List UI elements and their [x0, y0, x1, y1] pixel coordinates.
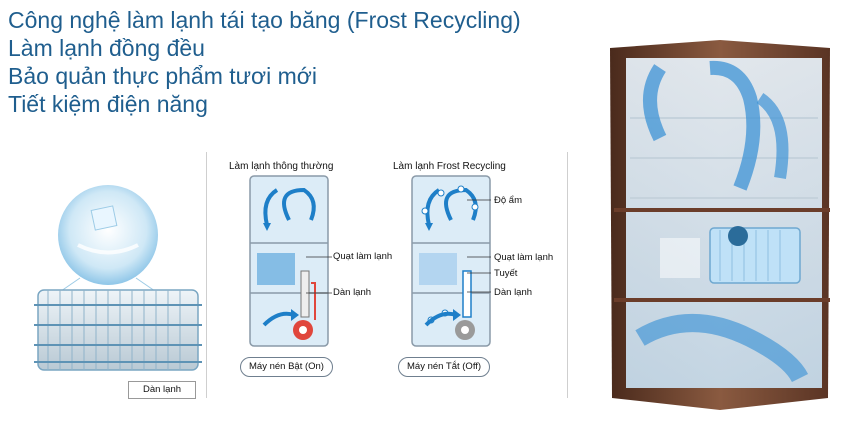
headline-block: Công nghệ làm lạnh tái tạo băng (Frost R… — [8, 6, 521, 118]
frost-zoom-circle — [58, 185, 158, 285]
normal-fridge-diagram — [249, 175, 329, 347]
frost-label: Tuyết — [494, 268, 518, 279]
refrigerator-cutaway — [610, 40, 830, 410]
headline-line-3: Bảo quản thực phẩm tươi mới — [8, 63, 317, 89]
headline-line-1: Công nghệ làm lạnh tái tạo băng (Frost R… — [8, 7, 521, 33]
headline-line-4: Tiết kiệm điện năng — [8, 91, 208, 117]
frost-evaporator-label: Dàn lạnh — [494, 287, 533, 298]
compressor-off-badge: Máy nén Tắt (Off) — [398, 357, 491, 377]
frost-leader-lines — [467, 199, 491, 293]
evaporator-illustration — [34, 185, 202, 371]
headline-line-2: Làm lạnh đồng đều — [8, 35, 205, 61]
normal-cooling-title: Làm lạnh thông thường — [229, 161, 334, 172]
normal-leader-lines — [306, 256, 332, 294]
frost-fan-label: Quạt làm lạnh — [494, 252, 554, 263]
evaporator-caption: Dàn lạnh — [128, 381, 196, 399]
frost-fridge-diagram — [411, 175, 491, 347]
evaporator-coil — [34, 289, 202, 371]
cooling-comparison-panel — [206, 152, 568, 398]
frost-cooling-title: Làm lạnh Frost Recycling — [393, 161, 506, 172]
humidity-label: Độ ẩm — [494, 195, 522, 206]
normal-evaporator-label: Dàn lạnh — [333, 287, 372, 298]
compressor-on-badge: Máy nén Bật (On) — [240, 357, 333, 377]
normal-fan-label: Quạt làm lạnh — [333, 251, 393, 262]
